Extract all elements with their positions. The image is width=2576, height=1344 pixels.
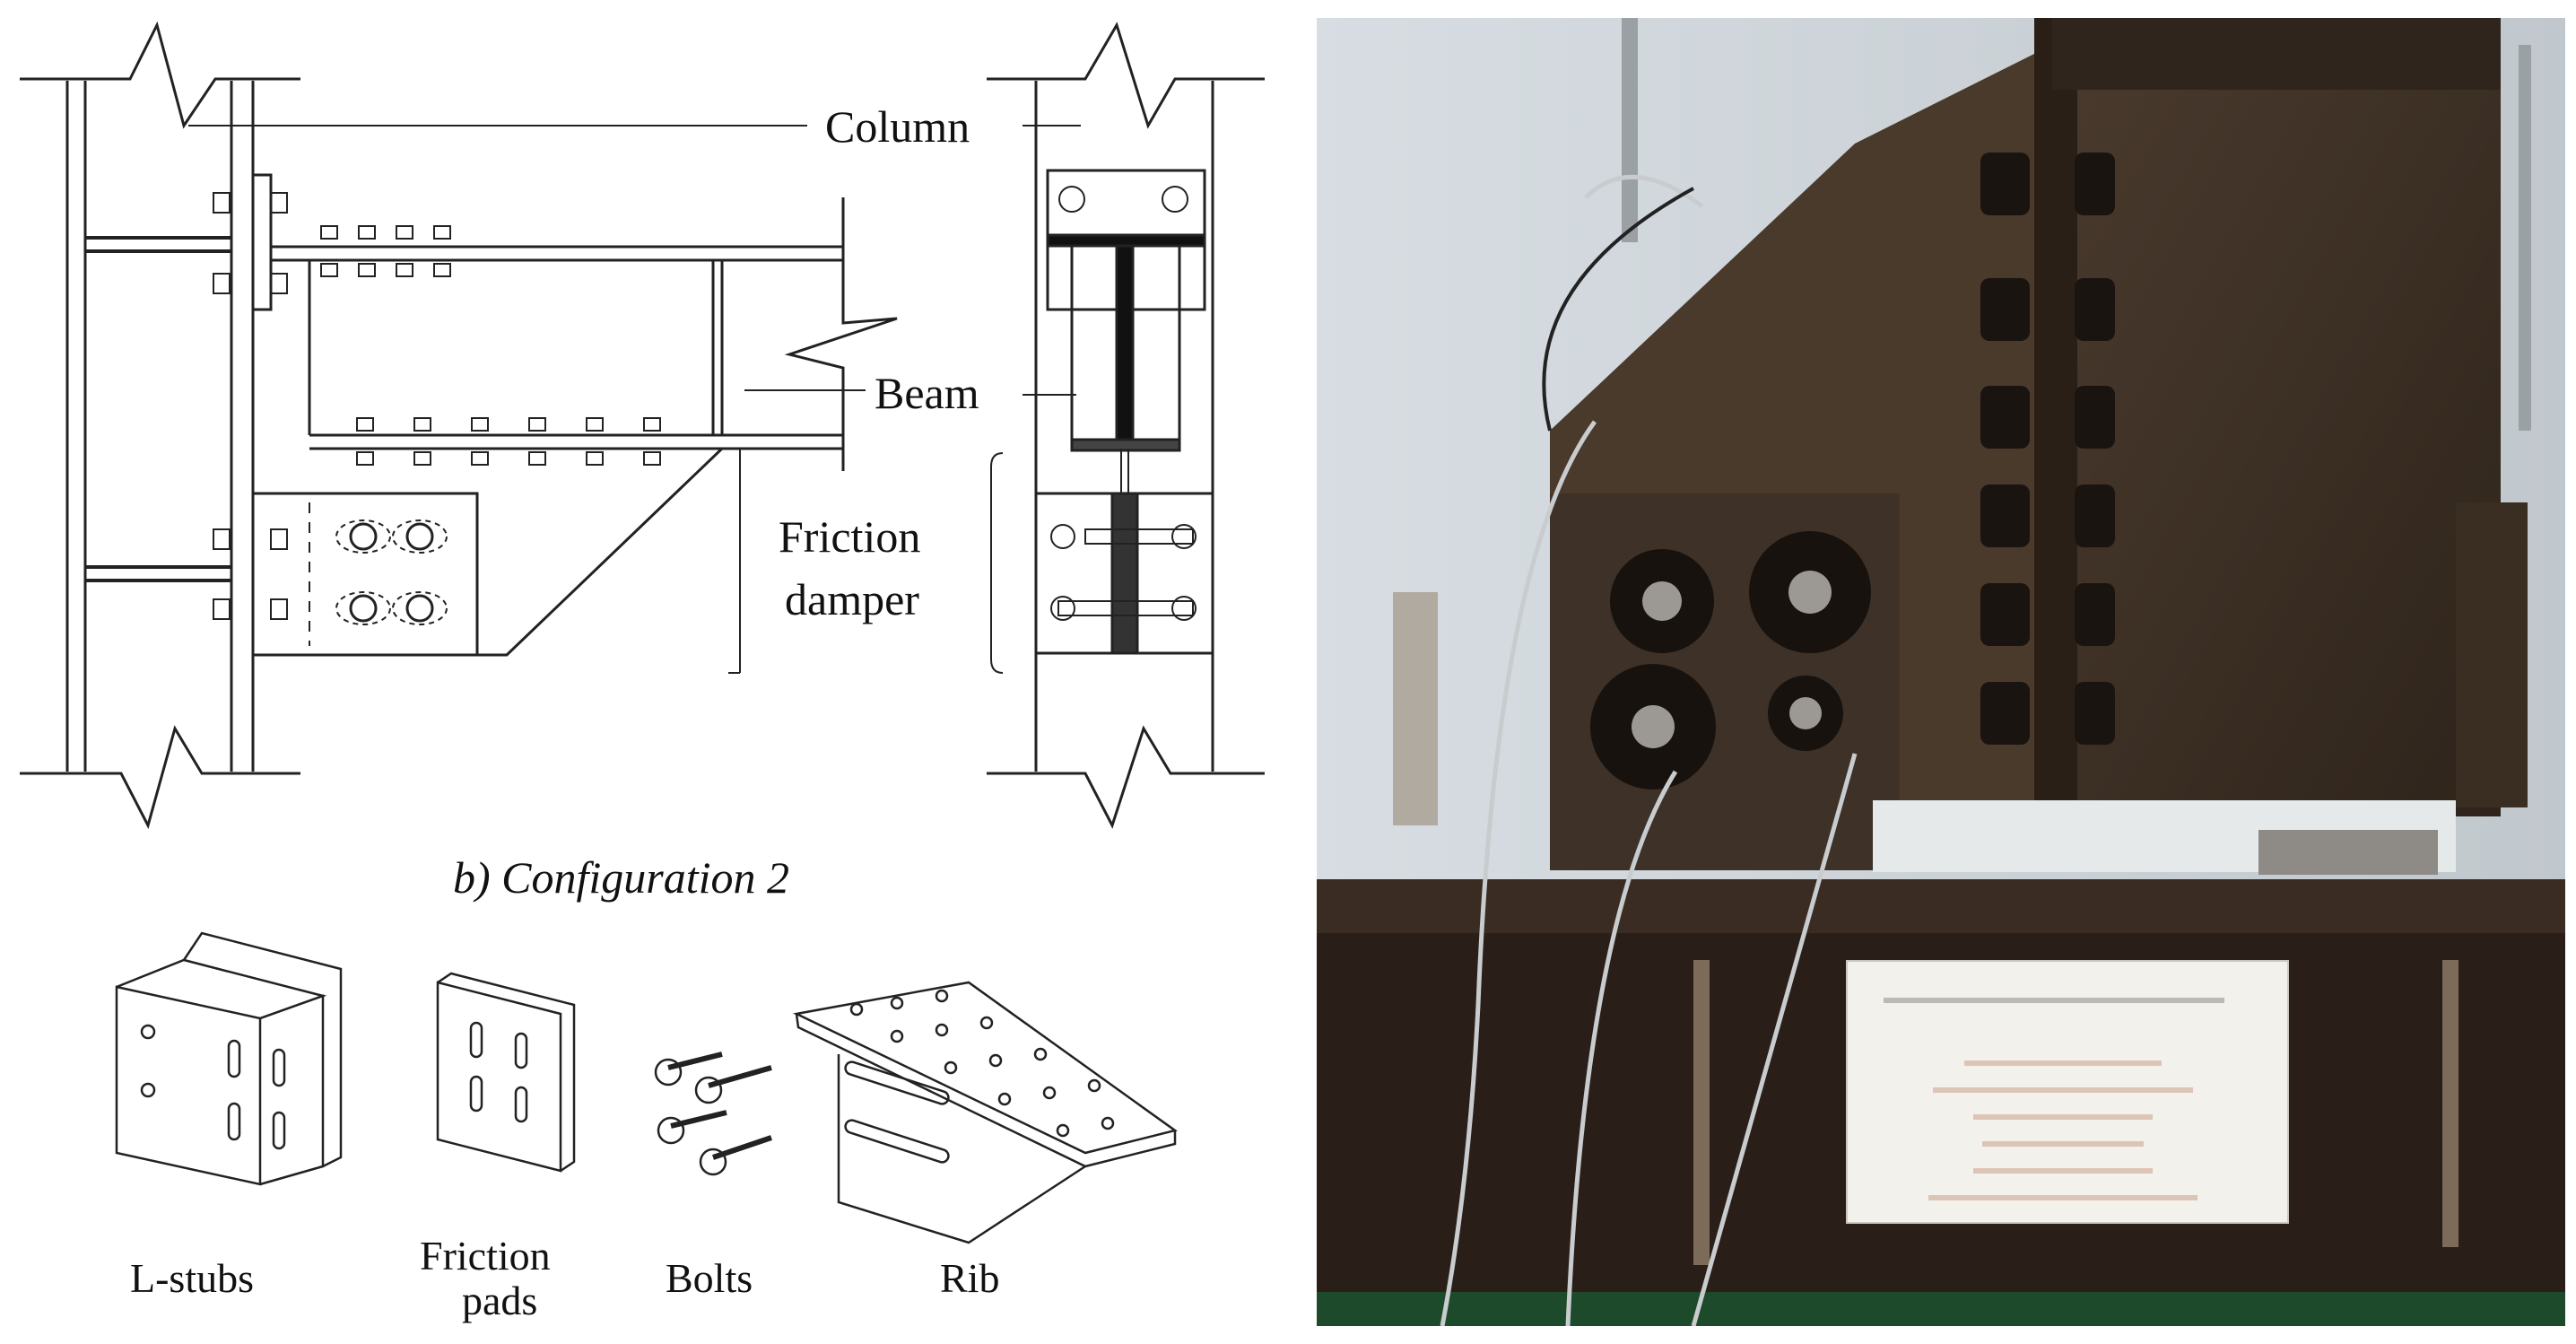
photo-label-line — [1964, 1060, 2162, 1066]
photo-lvdt-top — [1622, 18, 1638, 242]
section-break-top — [987, 22, 1265, 129]
photo-illustration — [1317, 18, 2565, 1326]
photo-label-line — [1928, 1195, 2197, 1200]
end-plate-nuts — [213, 192, 288, 620]
photo-column — [2052, 18, 2501, 816]
section-damper-rod — [1120, 449, 1129, 493]
component-label-bolts: Bolts — [666, 1255, 753, 1301]
component-label-friction-line2: pads — [462, 1278, 537, 1323]
component-label-l-stubs: L-stubs — [130, 1255, 254, 1301]
beam-label: Beam — [875, 368, 979, 418]
end-plate-top — [251, 173, 273, 311]
photo-right-stub — [2456, 502, 2528, 807]
photo-table-leg-right — [2442, 960, 2459, 1247]
photo-label-line — [1973, 1114, 2153, 1120]
connection-drawing: Column Beam Friction damper b) Configura… — [20, 21, 1265, 1323]
photo-label-line — [1973, 1168, 2153, 1174]
photo-column-bolts — [1980, 153, 2115, 745]
section-break-bottom — [987, 725, 1265, 829]
beam-bottom-flange — [309, 433, 843, 450]
photo-column-top — [2052, 18, 2501, 90]
rib-outline — [477, 447, 726, 657]
section-beam-bottom-flange — [1070, 438, 1181, 452]
bottom-flange-bolts — [356, 417, 661, 466]
component-label-friction-line1: Friction — [420, 1233, 551, 1279]
column-break-top — [20, 21, 300, 129]
photo-column-flange — [2034, 18, 2077, 807]
beam-break — [784, 197, 898, 471]
column-break-bottom — [20, 725, 300, 830]
column-bolt-top — [85, 236, 231, 253]
photo-cable-dark — [1542, 187, 1694, 432]
photo-table-leg-left — [1693, 960, 1710, 1265]
friction-damper-label-line2: damper — [785, 574, 919, 624]
friction-pads-illustration — [436, 972, 576, 1173]
component-label-rib: Rib — [940, 1255, 999, 1301]
photo-label-line — [1884, 998, 2224, 1003]
l-stubs-illustration — [115, 931, 343, 1186]
top-flange-bolts — [320, 225, 451, 277]
photo-table-top — [1317, 879, 2565, 933]
friction-damper-label-line1: Friction — [779, 511, 920, 562]
photo-damper-bolts — [1590, 531, 1871, 790]
l-stub-plate — [251, 492, 479, 657]
section-friction-pad — [1110, 492, 1139, 655]
photo-floor-strip — [1317, 1292, 2565, 1326]
beam-top-flange — [271, 245, 843, 262]
test-setup-photo — [1317, 18, 2565, 1326]
column-bolt-bottom — [85, 565, 231, 582]
damper-brace-left — [728, 449, 741, 674]
damper-brace-right — [990, 452, 1004, 674]
section-beam-web — [1115, 244, 1135, 445]
column-label: Column — [825, 101, 970, 152]
photo-lvdt-right — [2519, 45, 2531, 431]
beam-stiffener — [711, 260, 724, 435]
photo-lvdt-left — [1393, 592, 1438, 825]
section-beam-flange — [1046, 233, 1206, 248]
photo-label-line — [1933, 1087, 2193, 1093]
photo-cables — [1440, 174, 1858, 1326]
figure-caption: b) Configuration 2 — [453, 852, 789, 903]
section-nuts — [1050, 186, 1197, 621]
photo-specimen-label — [1846, 960, 2289, 1224]
damper-bolts — [335, 519, 448, 625]
rib-illustration — [792, 981, 1178, 1244]
photo-label-line — [1982, 1141, 2144, 1147]
bolts-illustration — [654, 1052, 772, 1176]
photo-small-plate — [2258, 830, 2438, 875]
